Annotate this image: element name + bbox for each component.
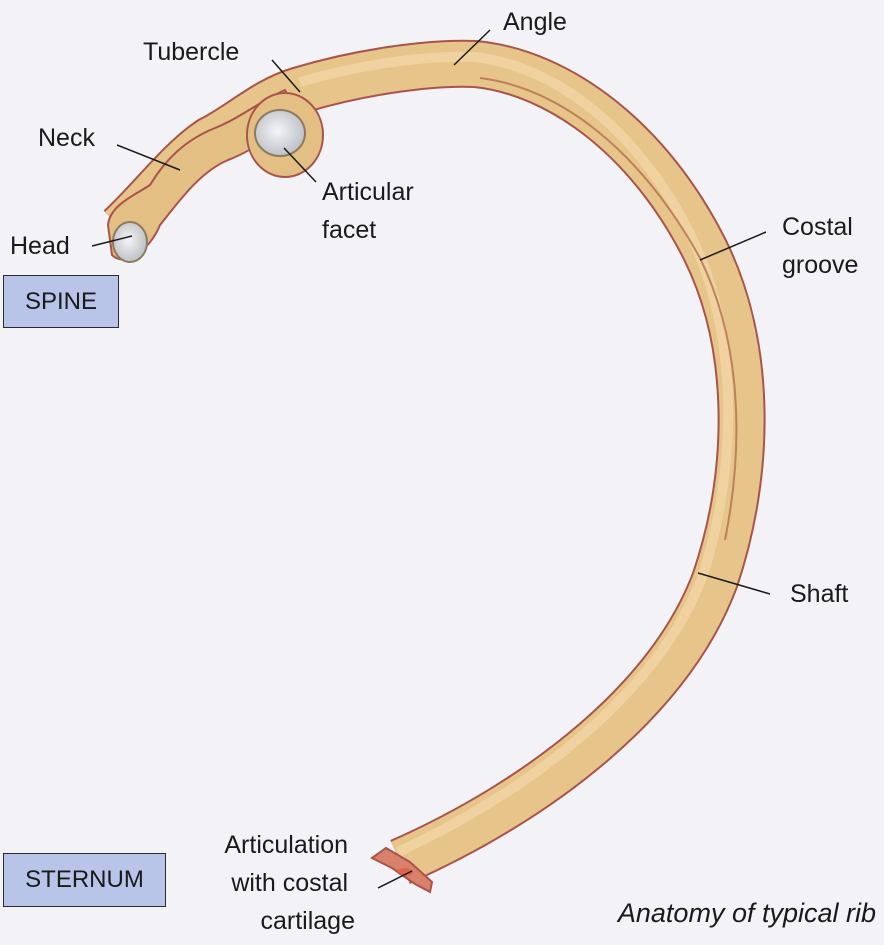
spine-box: SPINE: [3, 275, 119, 328]
articular-facet-line-2: facet: [322, 216, 376, 244]
articular-facet-line-1: Articular: [322, 178, 414, 206]
head-facet: [113, 222, 147, 262]
articulation-label: Articulation with costal cartilage: [224, 831, 355, 935]
head-label: Head: [10, 232, 70, 260]
articulation-line-3: cartilage: [261, 907, 356, 935]
articulation-line-1: Articulation: [224, 831, 348, 859]
neck-label: Neck: [38, 124, 95, 152]
spine-box-label: SPINE: [25, 288, 97, 316]
diagram-caption: Anatomy of typical rib: [616, 898, 876, 928]
costal-groove-line-2: groove: [782, 251, 858, 279]
tubercle-label: Tubercle: [143, 38, 239, 66]
articulation-line-2: with costal: [230, 869, 348, 897]
sternum-box: STERNUM: [3, 853, 166, 907]
shaft-label: Shaft: [790, 580, 848, 608]
articular-facet-label: Articular facet: [322, 178, 421, 244]
costal-groove-line-1: Costal: [782, 213, 853, 241]
articular-facet: [255, 110, 305, 156]
sternum-box-label: STERNUM: [25, 866, 144, 894]
costal-groove-label: Costal groove: [782, 213, 860, 279]
rib-shaft: [120, 64, 742, 862]
angle-label: Angle: [503, 8, 567, 36]
